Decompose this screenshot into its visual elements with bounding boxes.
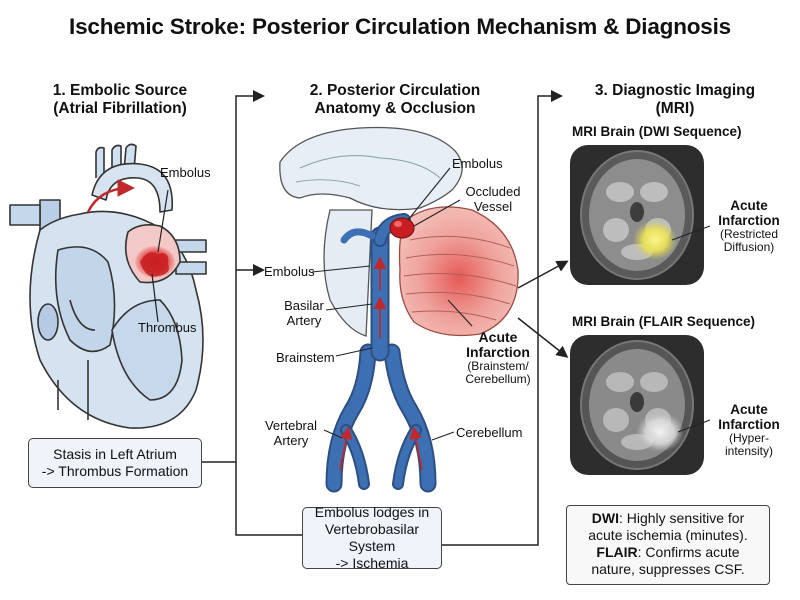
dwi-line3: (Restricted <box>719 227 778 241</box>
arrow-to-flair <box>517 317 569 358</box>
thrombus-clot <box>135 246 175 278</box>
connector-1-to-2 <box>200 90 265 463</box>
vertebral-line2: Artery <box>273 433 309 448</box>
anatomy-pointers <box>311 167 473 441</box>
flair-line1: Acute <box>730 402 768 417</box>
section-1-title: 1. Embolic Source (Atrial Fibrillation) <box>20 82 220 118</box>
page-title: Ischemic Stroke: Posterior Circulation M… <box>69 14 731 39</box>
basilar-line2: Artery <box>286 313 322 328</box>
flair-line2: Infarction <box>718 417 780 432</box>
flair-title: MRI Brain (FLAIR Sequence) <box>572 314 756 329</box>
basilar-line1: Basilar <box>284 298 324 313</box>
basilar-artery-label: Basilar Artery <box>272 298 336 328</box>
heart-caption-line2: -> Thrombus Formation <box>41 463 189 479</box>
infarct-pointer <box>447 299 473 327</box>
dwi-title: MRI Brain (DWI Sequence) <box>572 124 742 139</box>
dwi-line4: Diffusion) <box>723 240 775 254</box>
note-dwi-rest1: : Highly sensitive for <box>618 510 745 526</box>
infarct-label: Acute Infarction (Brainstem/ Cerebellum) <box>448 330 548 386</box>
note-flair-term: FLAIR <box>596 544 638 560</box>
flair-pointer <box>677 419 711 433</box>
flair-infarct-label: Acute Infarction (Hyper- intensity) <box>706 402 792 458</box>
heart-thrombus-label: Thrombus <box>138 320 197 335</box>
embolus-left-label: Embolus <box>264 264 315 279</box>
section-3-title-line2: (MRI) <box>655 100 695 117</box>
dwi-infarct-label: Acute Infarction (Restricted Diffusion) <box>706 198 792 254</box>
brainstem-label: Brainstem <box>276 350 335 365</box>
cerebellum-pointer <box>431 431 455 441</box>
flair-line3: (Hyper- <box>728 431 769 445</box>
blood-flow-arrow <box>86 179 135 213</box>
embolus-top-label: Embolus <box>452 156 503 171</box>
heart-embolus-pointer <box>157 189 169 253</box>
flow-arrows <box>339 256 423 471</box>
infarct-line4: Cerebellum) <box>465 372 531 386</box>
arrow-to-dwi <box>517 260 569 289</box>
heart-caption-line1: Stasis in Left Atrium <box>53 446 177 462</box>
note-dwi-line1: DWI: Highly sensitive for <box>567 510 769 527</box>
section-2-title-line1: 2. Posterior Circulation <box>309 82 481 99</box>
mri-note-box: DWI: Highly sensitive for acute ischemia… <box>566 505 770 585</box>
flair-line4: intensity) <box>724 444 774 458</box>
occluded-vessel-line1: Occluded <box>465 184 521 199</box>
infarct-line1: Acute <box>478 329 518 345</box>
section-1-title-line2: (Atrial Fibrillation) <box>53 100 187 117</box>
heart-illustration <box>9 143 207 429</box>
section-connectors <box>200 90 563 546</box>
infarct-line3: (Brainstem/ <box>467 359 529 373</box>
occluded-vessel-line2: Vessel <box>473 199 513 214</box>
note-dwi-rest2: acute ischemia (minutes). <box>588 527 748 543</box>
basilar-pointer <box>325 303 373 311</box>
connector-bottom-left <box>235 462 302 536</box>
vertebral-pointer <box>323 429 343 439</box>
vertebral-line1: Vertebral <box>264 418 318 433</box>
embolus-left-pointer <box>311 265 371 273</box>
anatomy-caption: Embolus lodges in Vertebrobasilar System… <box>302 504 442 571</box>
anatomy-caption-line2: Vertebrobasilar System <box>324 521 420 554</box>
heart-embolus-label: Embolus <box>160 165 211 180</box>
section-1-title-line1: 1. Embolic Source <box>52 82 188 99</box>
occluding-embolus <box>389 217 415 239</box>
occluded-vessel-label: Occluded Vessel <box>458 184 528 214</box>
heart-thrombus-pointer <box>151 273 159 323</box>
section-2-title-line2: Anatomy & Occlusion <box>314 100 476 117</box>
mri-dwi-scan <box>570 145 704 285</box>
brainstem-pointer <box>335 347 373 357</box>
dwi-pointer <box>671 225 711 241</box>
cerebellum-label: Cerebellum <box>456 425 523 440</box>
mri-flair-scan <box>570 335 704 475</box>
note-flair-rest1: : Confirms acute <box>637 544 740 560</box>
section-3-title-line1: 3. Diagnostic Imaging <box>594 82 756 99</box>
anatomy-caption-line1: Embolus lodges in <box>314 504 430 520</box>
dwi-line1: Acute <box>730 198 768 213</box>
occluded-vessel-pointer <box>413 199 461 227</box>
embolus-top-pointer <box>407 167 451 221</box>
infarct-line2: Infarction <box>466 344 530 360</box>
note-dwi-term: DWI <box>591 510 619 526</box>
note-flair-rest2: nature, suppresses CSF. <box>591 561 745 577</box>
vertebral-artery-label: Vertebral Artery <box>256 418 326 448</box>
brain-anatomy <box>279 126 519 337</box>
dwi-line2: Infarction <box>718 213 780 228</box>
anatomy-caption-line3: -> Ischemia <box>335 555 409 571</box>
section-3-title: 3. Diagnostic Imaging (MRI) <box>575 82 775 118</box>
mri-pointers <box>671 225 711 433</box>
section-2-title: 2. Posterior Circulation Anatomy & Occlu… <box>285 82 505 118</box>
note-flair-line1: FLAIR: Confirms acute <box>567 544 769 561</box>
heart-caption: Stasis in Left Atrium -> Thrombus Format… <box>28 438 202 488</box>
connector-2-to-3 <box>440 90 563 546</box>
